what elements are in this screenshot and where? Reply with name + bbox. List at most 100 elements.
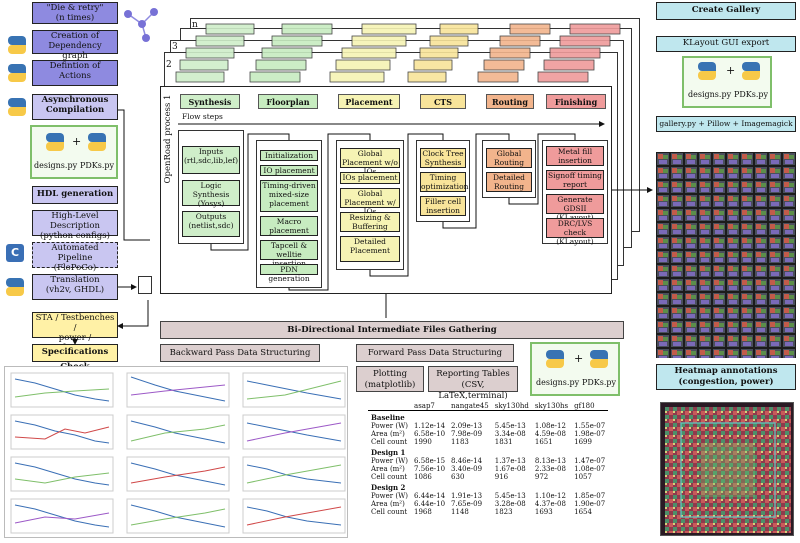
finishing-signoff: Signoff timing report — [546, 170, 604, 190]
designs-file-icon — [698, 62, 716, 80]
placement-global-w-ios: Global Placement w/ IOs — [340, 188, 400, 216]
finishing-metal-fill: Metal fill insertion — [546, 146, 604, 166]
high-level-description-box: High-Level Description (python configs) — [32, 210, 118, 241]
header-synthesis: Synthesis — [180, 94, 240, 109]
pdks-file-icon — [590, 350, 608, 368]
table-header: gf180 — [571, 402, 609, 411]
finishing-drc-lvs: DRC/LVS check (KLayout) — [546, 218, 604, 246]
flow-steps-label: Flow steps — [182, 112, 223, 121]
routing-detailed: Detailed Routing — [486, 172, 532, 192]
finishing-column — [542, 140, 608, 244]
dependency-graph-box: Creation of Dependency graph — [32, 30, 118, 61]
header-cts: CTS — [420, 94, 466, 109]
gallery-command-box: gallery.py + Pillow + Imagemagick — [656, 116, 796, 132]
routing-global: Global Routing — [486, 148, 532, 168]
synthesis-inputs: Inputs (rtl,sdc,lib,lef) — [182, 146, 240, 174]
gathering-bar: Bi-Directional Intermediate Files Gather… — [160, 321, 624, 339]
config-files-box: + designs.py PDKs.py — [30, 125, 118, 179]
plus-sign: + — [726, 64, 736, 77]
python-icon — [8, 36, 26, 54]
group-title: Design 2 — [371, 483, 406, 492]
async-compilation-box: Asynchronous Compilation — [32, 94, 118, 120]
floorplan-timing-driven: Timing-driven mixed-size placement — [260, 180, 318, 212]
heatmap-annotations-box: Heatmap annotations (congestion, power) — [656, 364, 796, 390]
synthesis-logic: Logic Synthesis (Yosys) — [182, 180, 240, 208]
pdks-file-icon — [88, 133, 106, 151]
stack-number: 2 — [166, 60, 172, 70]
table-header: sky130hs — [531, 402, 572, 411]
gallery-files-box: + designs.py PDKs.py — [682, 56, 772, 108]
designs-file-label: designs.py — [536, 378, 580, 387]
c-icon: C — [6, 244, 24, 262]
cts-column — [416, 140, 470, 222]
table-header: nangate45 — [448, 402, 492, 411]
layout-gallery-grid — [656, 152, 796, 358]
placement-detailed: Detailed Placement — [340, 236, 400, 262]
file-icon — [138, 276, 152, 294]
header-floorplan: Floorplan — [258, 94, 318, 109]
layout-gallery — [656, 152, 796, 358]
cts-filler: Filler cell insertion — [420, 196, 466, 216]
table-header: sky130hd — [491, 402, 532, 411]
table-header — [368, 402, 412, 411]
heatmap-image — [660, 402, 794, 536]
plotting-box: Plotting (matplotlib) — [356, 366, 424, 392]
translation-box: Translation (vh2v, GHDL) — [32, 274, 118, 300]
designs-file-icon — [46, 133, 64, 151]
floorplan-initialization: Initialization — [260, 150, 318, 161]
pdks-file-icon — [742, 62, 760, 80]
dependency-graph-icon — [124, 8, 158, 42]
designs-file-label: designs.py — [34, 161, 78, 170]
die-retry-box: "Die & retry" (n times) — [32, 2, 118, 24]
placement-global-wo-ios: Global Placement w/o IOs — [340, 148, 400, 176]
python-icon — [8, 64, 26, 82]
floorplan-column — [256, 140, 322, 288]
header-routing: Routing — [486, 94, 534, 109]
pdks-file-label: PDKs.py — [734, 90, 769, 99]
floorplan-io-placement: IO placement — [260, 165, 318, 176]
heatmap-canvas — [665, 407, 791, 533]
python-icon — [6, 278, 24, 296]
placement-ios: IOs placement — [340, 172, 400, 184]
floorplan-pdn: PDN generation — [260, 264, 318, 283]
plots-grid — [10, 372, 346, 534]
table-header: asap7 — [411, 402, 449, 411]
create-gallery-box: Create Gallery — [656, 2, 796, 20]
klayout-export-box: KLayout GUI export — [656, 36, 796, 52]
synthesis-column — [178, 130, 244, 244]
header-placement: Placement — [338, 94, 400, 109]
cts-timing-opt: Timing optimization — [420, 172, 469, 192]
actions-box: Defintion of Actions — [32, 60, 118, 86]
pdks-file-label: PDKs.py — [582, 378, 617, 387]
forward-pass-bar: Forward Pass Data Structuring — [356, 344, 514, 362]
placement-column — [336, 140, 404, 270]
floorplan-tapcell: Tapcell & welltie insertion — [260, 240, 318, 268]
stack-number: n — [192, 20, 198, 30]
python-icon — [8, 98, 26, 116]
plus-sign: + — [72, 135, 82, 148]
finishing-gdsii: Generate GDSII (KLayout) — [546, 194, 604, 222]
designs-file-icon — [546, 350, 564, 368]
designs-file-label: designs.py — [688, 90, 732, 99]
plots-panel — [4, 366, 348, 538]
stack-number: 3 — [172, 42, 178, 52]
reporting-box: Reporting Tables (CSV, LaTeX,terminal) — [428, 366, 518, 401]
placement-resizing: Resizing & Buffering — [340, 212, 400, 232]
table-header-row: asap7 nangate45 sky130hd sky130hs gf180 — [368, 402, 609, 411]
routing-column — [482, 140, 536, 198]
backward-pass-bar: Backward Pass Data Structuring — [160, 344, 320, 362]
cts-clock-tree: Clock Tree Synthesis — [420, 148, 466, 168]
automated-pipeline-box: Automated Pipeline (FloPoCo) — [32, 242, 118, 273]
